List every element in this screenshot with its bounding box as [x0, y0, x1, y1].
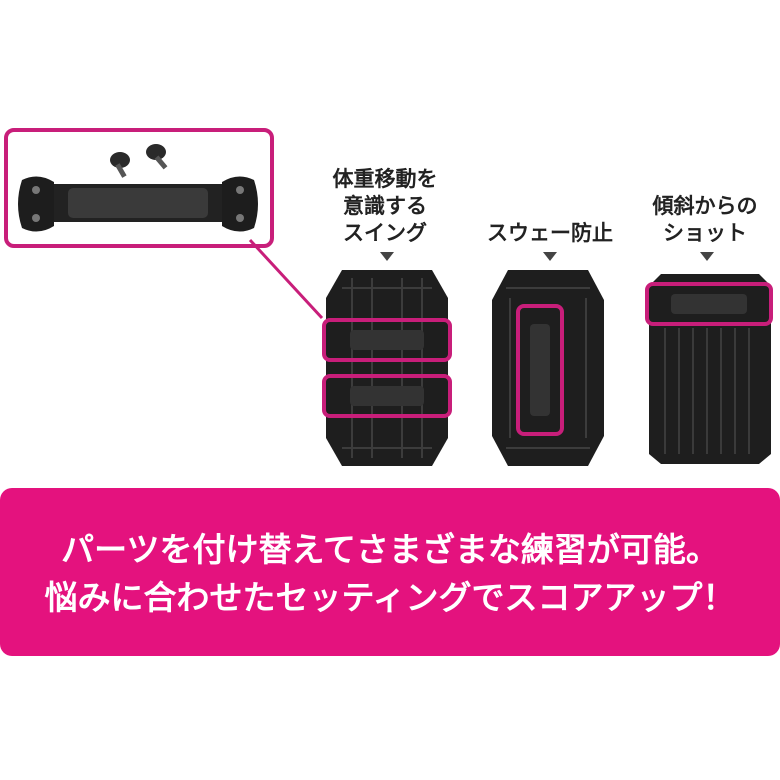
down-triangle-icon — [700, 252, 714, 261]
mat-board-swing — [322, 270, 452, 466]
down-triangle-icon — [380, 252, 394, 261]
handle-bar-icon — [18, 176, 258, 232]
handle-part-inset — [4, 128, 274, 248]
label-slope: 傾斜からの ショット — [652, 194, 758, 245]
thumb-screw-icon — [110, 152, 130, 178]
banner-line-1: パーツを付け替えてさまざまな練習が可能。 — [61, 530, 719, 569]
mat-board-sway — [492, 270, 604, 466]
feature-banner: パーツを付け替えてさまざまな練習が可能。 悩みに合わせたセッティングでスコアアッ… — [0, 488, 780, 656]
mat-board-slope — [645, 274, 773, 464]
handle-part-image — [18, 144, 258, 232]
down-triangle-icon — [543, 252, 557, 261]
banner-line-2: 悩みに合わせたセッティングでスコアアップ！ — [44, 578, 736, 617]
label-sway: スウェー防止 — [487, 221, 613, 245]
thumb-screw-icon — [146, 144, 168, 170]
label-swing: 体重移動を 意識する スイング — [332, 167, 438, 245]
